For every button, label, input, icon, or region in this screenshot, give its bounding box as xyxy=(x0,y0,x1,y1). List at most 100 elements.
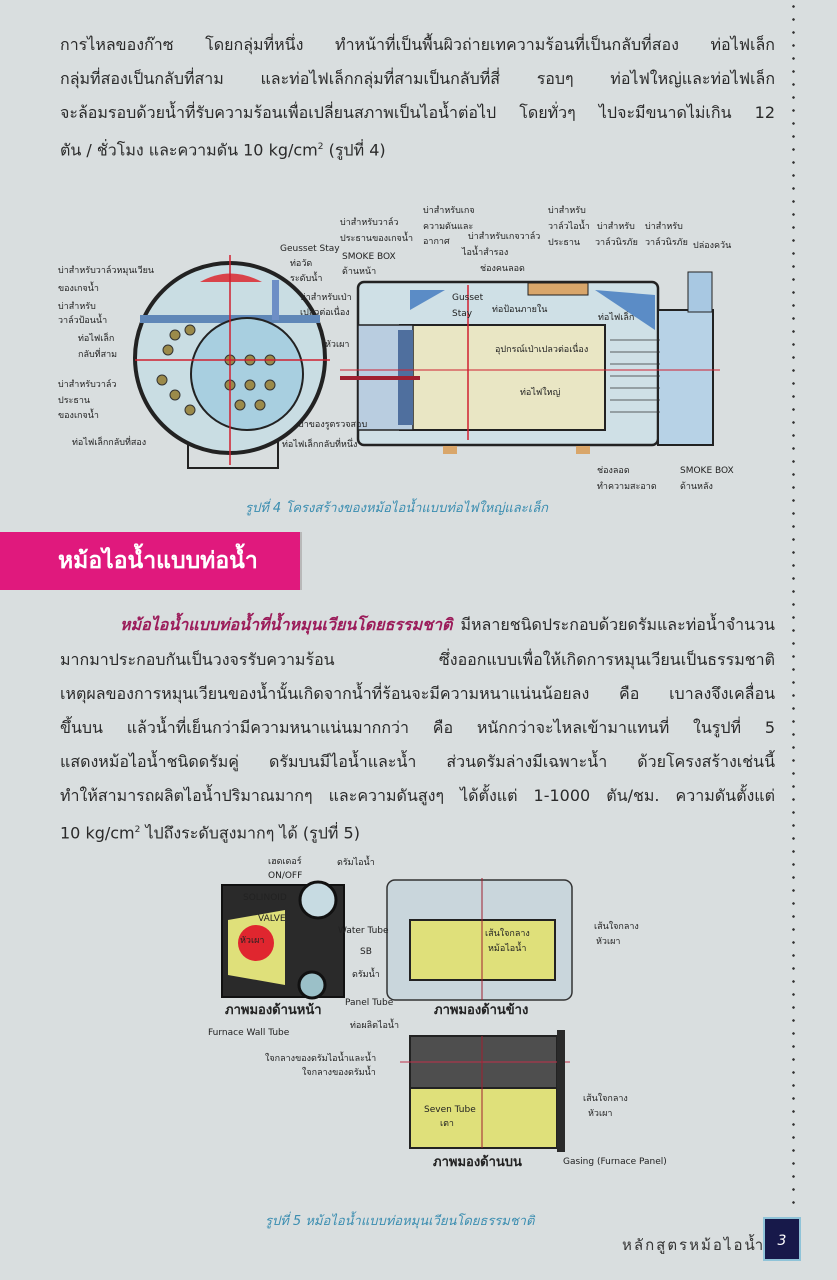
body-text-line: หม้อไอน้ำแบบท่อน้ำที่น้ำหมุนเวียนโดยธรรม… xyxy=(60,615,775,635)
fire-tube-boiler-end-view xyxy=(133,255,330,469)
diagram-label: ของเกจน้ำ xyxy=(58,284,99,294)
diagram-label: บ่าสำหรับวาล์วหมุนเวียน xyxy=(58,266,155,276)
text: 10 kg/cm xyxy=(60,823,135,843)
diagram-label: บ่าสำหรับ xyxy=(548,206,586,216)
diagram-label: VALVE xyxy=(258,914,286,924)
front-view-label: ภาพมองด้านหน้า xyxy=(225,1003,322,1018)
diagram-label: บ่าสำหรับวาล์ว xyxy=(58,380,117,390)
diagram-label: หัวเผา xyxy=(325,340,350,350)
section-heading-banner: หม้อไอน้ำแบบท่อน้ำ xyxy=(0,532,302,590)
diagram-label: ดรัมไอน้ำ xyxy=(337,858,375,868)
diagram-label: บ่าสำหรับเกจวาล์ว xyxy=(468,232,541,242)
figure-4-caption: รูปที่ 4 โครงสร้างของหม้อไอน้ำแบบท่อไฟให… xyxy=(245,501,549,516)
diagram-label: SOLINOID xyxy=(243,893,287,903)
diagram-label: บ่าสำหรับ xyxy=(597,222,635,232)
diagram-label: ท่อไฟเล็ก xyxy=(78,334,115,344)
diagram-label: ของเกจน้ำ xyxy=(58,411,99,421)
diagram-label: บ่าสำหรับเป่า xyxy=(300,293,352,303)
diagram-label: วาล์วนิรภัย xyxy=(595,238,638,248)
body-text-line: ทำให้สามารถผลิตไอน้ำปริมาณมากๆ และความดั… xyxy=(60,786,775,805)
diagram-label: บ่าสำหรับเกจ xyxy=(423,206,475,216)
body-text-line: จะล้อมรอบด้วยน้ำที่รับความร้อนเพื่อเปลี่… xyxy=(60,103,775,122)
text: ไปถึงระดับสูงมากๆ ได้ (รูปที่ 5) xyxy=(140,823,360,843)
diagram-label: อากาศ xyxy=(423,237,450,247)
diagram-label: ประธาน xyxy=(58,396,91,406)
diagram-label: ประธาน xyxy=(548,238,581,248)
figure-5-caption: รูปที่ 5 หม้อไอน้ำแบบท่อหมุนเวียนโดยธรรม… xyxy=(265,1214,535,1229)
body-text-line: แสดงหม้อไอน้ำชนิดดรัมคู่ ดรัมบนมีไอน้ำแล… xyxy=(60,752,775,771)
diagram-label: หัวเผา xyxy=(588,1109,613,1119)
diagram-label: SMOKE BOX xyxy=(680,466,734,476)
water-tube-boiler-top-view xyxy=(400,1030,570,1152)
diagram-label: SMOKE BOX xyxy=(342,252,396,262)
diagram-label: Water Tube xyxy=(338,926,389,936)
diagram-label: บ่าของรูตรวจสอบ xyxy=(298,420,368,430)
diagram-label: วาล์วนิรภัย xyxy=(645,238,688,248)
diagram-label: ความดันและ xyxy=(423,222,474,232)
diagram-label: ดรัมน้ำ xyxy=(352,970,380,980)
diagram-label: บ่าสำหรับ xyxy=(645,222,683,232)
diagram-label: ด้านหลัง xyxy=(680,482,713,492)
page-number: 3 xyxy=(763,1217,801,1261)
diagram-label: เตา xyxy=(440,1119,454,1129)
side-view-label: ภาพมองด้านข้าง xyxy=(434,1003,529,1018)
diagram-label: เปลวต่อเนื่อง xyxy=(300,308,350,318)
body-text-line: มากมาประกอบกันเป็นวงจรรับความร้อน ซึ่งออ… xyxy=(60,650,775,669)
diagram-label: ท่อวัด xyxy=(290,259,313,269)
diagram-label: วาล์วป้อนน้ำ xyxy=(58,316,108,326)
diagram-label: ไอน้ำสำรอง xyxy=(462,248,509,258)
diagram-label: เส้นใจกลาง xyxy=(594,922,639,932)
diagram-label: ด้านหน้า xyxy=(342,267,377,277)
body-text-line: การไหลของก๊าซ โดยกลุ่มที่หนึ่ง ทำหน้าที่… xyxy=(60,35,775,54)
diagram-label: Gasing (Furnace Panel) xyxy=(563,1157,667,1167)
diagram-label: ระดับน้ำ xyxy=(290,274,323,284)
diagram-label: อุปกรณ์เป่าเปลวต่อเนื่อง xyxy=(495,345,589,355)
diagram-label: ท่อไฟเล็กกลับที่หนึ่ง xyxy=(282,440,358,450)
margin-dotted-line xyxy=(792,0,795,1205)
diagram-label: ใจกลางของดรัมไอน้ำและน้ำ xyxy=(265,1054,377,1064)
diagram-label: ท่อผลิตไอน้ำ xyxy=(350,1021,400,1031)
body-text-line: ขึ้นบน แล้วน้ำที่เย็นกว่ามีความหนาแน่นมา… xyxy=(60,718,775,737)
diagram-label: ทำความสะอาด xyxy=(597,482,657,492)
superscript: 2 xyxy=(317,142,324,152)
body-text-line: ตัน / ชั่วโมง และความดัน 10 kg/cm2 (รูปท… xyxy=(60,137,775,160)
running-title: หลักสูตรหม้อไอน้ำ xyxy=(622,1236,766,1254)
diagram-label: เฮดเดอร์ xyxy=(268,857,302,867)
body-text-line: กลุ่มที่สองเป็นกลับที่สาม และท่อไฟเล็กกล… xyxy=(60,69,775,88)
diagram-label: ปล่องควัน xyxy=(693,241,732,251)
diagram-label: ท่อไฟใหญ่ xyxy=(520,388,561,398)
diagram-label: ใจกลางของดรัมน้ำ xyxy=(302,1068,376,1078)
diagram-label: ON/OFF xyxy=(268,871,303,881)
diagram-label: Panel Tube xyxy=(345,998,394,1008)
diagram-label: กลับที่สาม xyxy=(78,350,118,360)
diagram-label: เส้นใจกลาง xyxy=(583,1094,628,1104)
top-view-label: ภาพมองด้านบน xyxy=(433,1155,522,1170)
diagram-label: หัวเผา xyxy=(240,936,265,946)
diagram-label: ประธานของเกจน้ำ xyxy=(340,234,414,244)
body-text-line: 10 kg/cm2 ไปถึงระดับสูงมากๆ ได้ (รูปที่ … xyxy=(60,820,775,843)
lead-term: หม้อไอน้ำแบบท่อน้ำที่น้ำหมุนเวียนโดยธรรม… xyxy=(120,615,453,634)
water-tube-boiler-side-view xyxy=(386,878,573,1001)
diagram-label: Seven Tube xyxy=(424,1105,476,1115)
diagram-label: ท่อป้อนภายใน xyxy=(492,305,548,315)
superscript: 2 xyxy=(134,825,141,835)
text: ตัน / ชั่วโมง และความดัน 10 kg/cm xyxy=(60,140,318,160)
water-tube-boiler-front-view xyxy=(221,880,345,1000)
diagram-label: Geusset Stay xyxy=(280,244,340,254)
text: มีหลายชนิดประกอบด้วยดรัมและท่อน้ำจำนวน xyxy=(452,615,775,634)
body-text-line: เหตุผลของการหมุนเวียนของน้ำนั้นเกิดจากน้… xyxy=(60,684,775,703)
diagram-label: วาล์วไอน้ำ xyxy=(548,222,590,232)
diagram-label: หัวเผา xyxy=(596,937,621,947)
fire-tube-boiler-side-view xyxy=(340,271,720,454)
diagram-label: Stay xyxy=(452,309,473,319)
diagram-label: ท่อไฟเล็ก xyxy=(598,313,635,323)
diagram-label: บ่าสำหรับวาล์ว xyxy=(340,218,399,228)
diagram-label: หม้อไอน้ำ xyxy=(488,944,527,954)
diagram-label: SB xyxy=(360,947,372,957)
diagram-label: เส้นใจกลาง xyxy=(485,929,530,939)
diagram-label: Furnace Wall Tube xyxy=(208,1028,290,1038)
text: (รูปที่ 4) xyxy=(323,140,386,160)
diagram-label: ท่อไฟเล็กกลับที่สอง xyxy=(72,438,147,448)
diagram-label: Gusset xyxy=(452,293,484,303)
